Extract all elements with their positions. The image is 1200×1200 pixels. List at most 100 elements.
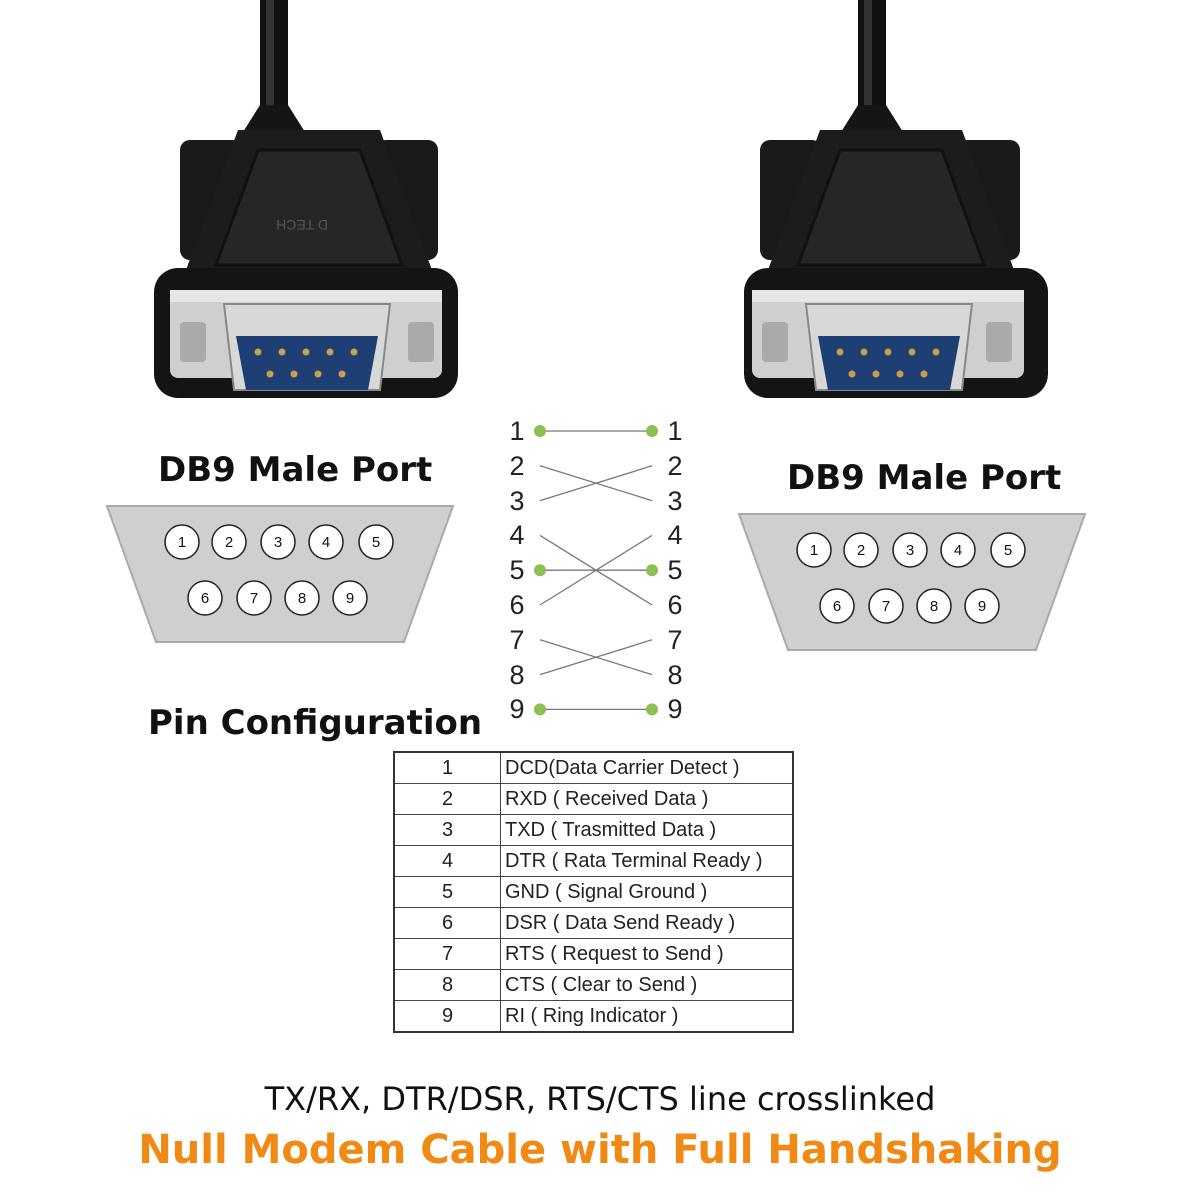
right-port-title: DB9 Male Port: [787, 458, 1062, 498]
pin-config-title: Pin Configuration: [148, 703, 483, 743]
pin-number-cell: 2: [393, 783, 501, 815]
wiring-line: [539, 639, 653, 676]
left-port-pin-circle: [358, 524, 394, 560]
pin-number-cell: 4: [393, 845, 501, 877]
pin-number-cell: 6: [393, 907, 501, 939]
right-port-pin-circle: [892, 532, 928, 568]
left-port-pin-label: 4: [322, 534, 330, 551]
pin-number-cell: 8: [393, 969, 501, 1001]
connector-illustration-right: [744, 0, 1048, 398]
pin-number-cell: 3: [393, 814, 501, 846]
pin-description-cell: CTS ( Clear to Send ): [500, 969, 794, 1001]
wiring-left-pin-label: 8: [509, 659, 525, 690]
left-port-pin-circle: [260, 524, 296, 560]
left-port-pin-label: 2: [225, 534, 233, 551]
pin-number-cell: 7: [393, 938, 501, 970]
right-port-pin-label: 1: [810, 542, 818, 559]
wiring-left-pin-label: 7: [509, 624, 525, 655]
footer-product-title: Null Modem Cable with Full Handshaking: [138, 1127, 1062, 1173]
pin-description-cell: DTR ( Rata Terminal Ready ): [500, 845, 794, 877]
wiring-left-pin-label: 4: [509, 520, 525, 551]
pin-description-cell: DSR ( Data Send Ready ): [500, 907, 794, 939]
left-port-diagram: 1 2 3 4 5 6 7 8 9: [105, 505, 455, 643]
wiring-left-pin-label: 1: [509, 416, 525, 446]
right-port-pin-circle: [964, 588, 1000, 624]
left-port-pin-label: 9: [346, 590, 354, 607]
wiring-right-pin-label: 7: [667, 624, 683, 655]
left-port-pin-circle: [187, 580, 223, 616]
pin-number-cell: 5: [393, 876, 501, 908]
wiring-dot: [534, 425, 546, 437]
right-port-pin-label: 5: [1004, 542, 1012, 559]
pin-description-cell: GND ( Signal Ground ): [500, 876, 794, 908]
left-port-title: DB9 Male Port: [158, 450, 433, 490]
left-port-pin-circle: [332, 580, 368, 616]
wiring-line: [539, 465, 653, 502]
wiring-right-pin-label: 6: [667, 590, 683, 620]
wiring-dot: [646, 703, 658, 716]
left-port-pin-circle: [308, 524, 344, 560]
wiring-dot: [646, 564, 658, 577]
wiring-right-pin-label: 2: [667, 450, 683, 481]
left-port-pin-circle: [211, 524, 247, 560]
wiring-right-pin-label: 3: [667, 485, 683, 516]
right-port-pin-circle: [940, 532, 976, 568]
pin-description-cell: RI ( Ring Indicator ): [500, 1000, 794, 1033]
right-port-pin-circle: [843, 532, 879, 568]
right-port-pin-circle: [990, 532, 1026, 568]
left-port-pin-label: 6: [201, 590, 209, 607]
connector-illustration-left: D TECH: [154, 0, 458, 398]
pin-number-cell: 9: [393, 1000, 501, 1033]
right-port-pin-label: 7: [882, 598, 890, 615]
left-port-pin-label: 5: [372, 534, 380, 551]
right-port-pin-label: 6: [833, 598, 841, 615]
pin-description-cell: RXD ( Received Data ): [500, 783, 794, 815]
wiring-left-pin-label: 2: [509, 450, 525, 481]
wiring-lines: [534, 425, 658, 716]
wiring-right-pin-label: 5: [667, 555, 683, 586]
pin-description-cell: DCD(Data Carrier Detect ): [500, 751, 794, 784]
right-port-pin-label: 4: [954, 542, 962, 559]
pin-description-cell: RTS ( Request to Send ): [500, 938, 794, 970]
wiring-dot: [534, 564, 546, 577]
right-port-pin-label: 2: [857, 542, 865, 559]
right-port-pin-label: 8: [930, 598, 938, 615]
right-port-pin-label: 9: [978, 598, 986, 615]
left-port-pin-circle: [236, 580, 272, 616]
wiring-right-pin-label: 8: [667, 659, 683, 690]
footer-crosslink-text: TX/RX, DTR/DSR, RTS/CTS line crosslinked: [264, 1080, 936, 1118]
left-port-pin-label: 7: [250, 590, 258, 607]
connector-logo: D TECH: [276, 217, 328, 233]
wiring-left-pin-label: 3: [509, 485, 525, 516]
pin-description-cell: TXD ( Trasmitted Data ): [500, 814, 794, 846]
right-port-pin-circle: [868, 588, 904, 624]
wiring-left-pin-label: 9: [509, 694, 525, 725]
wiring-dot: [534, 703, 546, 716]
wiring-right-pin-label: 9: [667, 694, 683, 725]
wiring-line: [539, 534, 653, 606]
pin-number-cell: 1: [393, 751, 501, 784]
wiring-right-pin-label: 1: [667, 416, 683, 446]
wiring-right-pin-label: 4: [667, 520, 683, 551]
right-port-pin-circle: [916, 588, 952, 624]
left-port-pin-label: 8: [298, 590, 306, 607]
left-port-pin-circle: [284, 580, 320, 616]
right-port-pin-circle: [796, 532, 832, 568]
left-port-pin-label: 1: [178, 534, 186, 551]
wiring-left-pin-label: 6: [509, 590, 525, 620]
right-port-pin-circle: [819, 588, 855, 624]
left-port-pin-label: 3: [274, 534, 282, 551]
wiring-dot: [646, 425, 658, 437]
